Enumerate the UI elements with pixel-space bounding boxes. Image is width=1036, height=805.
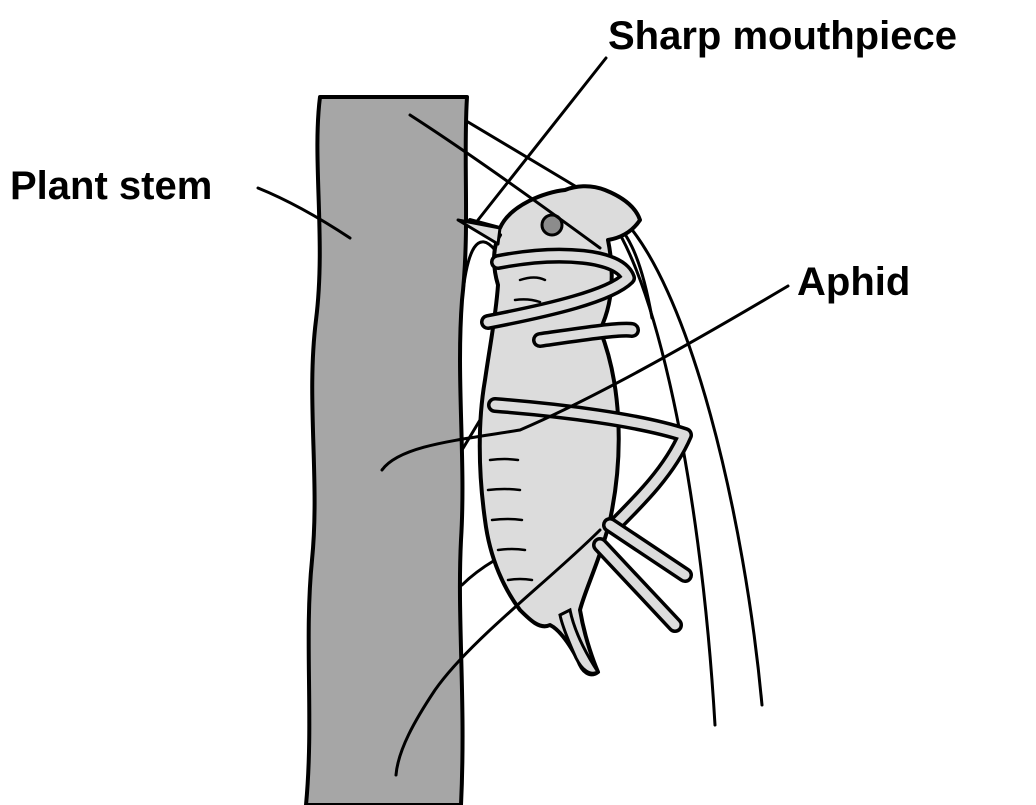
label-aphid: Aphid bbox=[797, 262, 910, 302]
far-leg-middle bbox=[462, 420, 480, 450]
antenna-right bbox=[616, 212, 762, 705]
leader-line-stem-upper-2 bbox=[468, 122, 575, 186]
label-plant-stem: Plant stem bbox=[10, 166, 212, 206]
far-leg-rear bbox=[462, 560, 495, 585]
plant-stem bbox=[306, 97, 467, 805]
label-sharp-mouthpiece: Sharp mouthpiece bbox=[608, 16, 957, 56]
